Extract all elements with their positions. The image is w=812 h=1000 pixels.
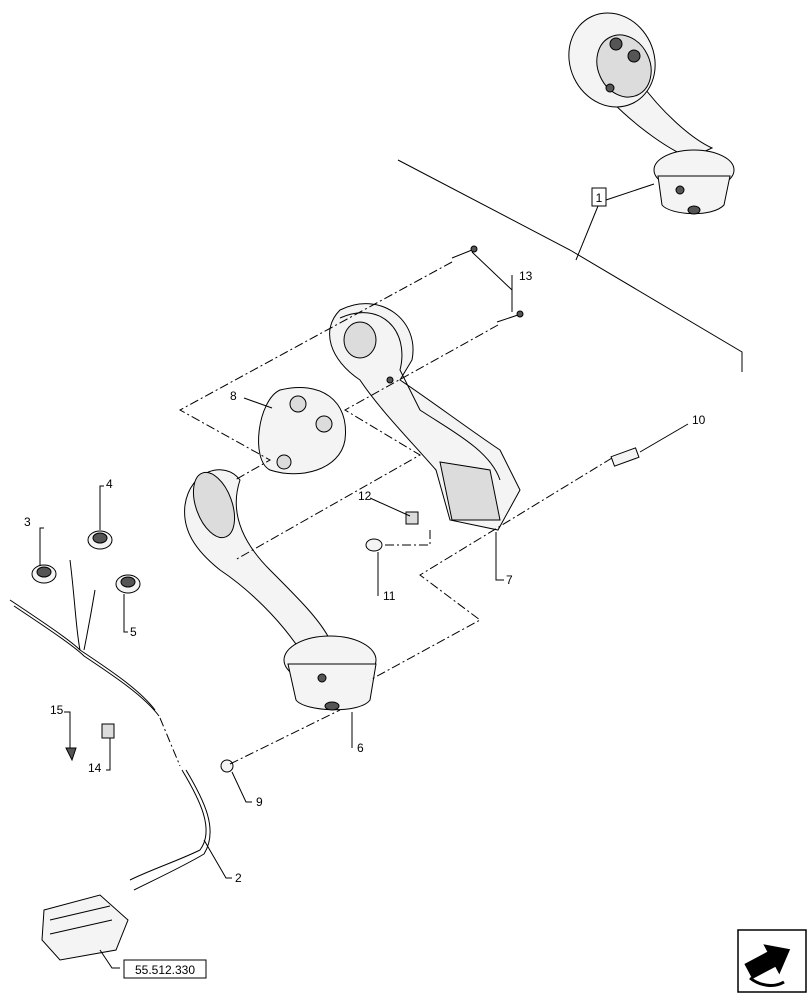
screw-10 — [610, 447, 640, 467]
connector-part — [41, 894, 129, 961]
callout-3[interactable]: 3 — [24, 515, 31, 529]
front-shell-part — [184, 469, 377, 711]
callout-1[interactable]: 1 — [591, 187, 607, 207]
assembly-bracket — [397, 159, 743, 372]
cover-plate-part — [258, 386, 347, 475]
screw-13 — [451, 245, 524, 323]
screw-15 — [65, 747, 77, 762]
leader-lines — [39, 251, 689, 969]
assembly-guides — [178, 261, 613, 765]
callout-1-number: 1 — [596, 191, 603, 205]
callout-12[interactable]: 12 — [358, 489, 372, 503]
callout-11[interactable]: 11 — [383, 589, 396, 603]
callout-6[interactable]: 6 — [357, 741, 364, 755]
push-button-4 — [87, 530, 113, 550]
push-button-5 — [115, 574, 141, 594]
callout-4[interactable]: 4 — [106, 477, 113, 491]
callout-15[interactable]: 15 — [50, 703, 64, 717]
callout-7[interactable]: 7 — [506, 573, 513, 587]
nut-12 — [405, 511, 419, 525]
rear-shell-part — [329, 303, 521, 531]
next-page-button[interactable] — [737, 929, 807, 993]
callout-10[interactable]: 10 — [692, 413, 706, 427]
harness-part — [9, 559, 211, 891]
callout-9[interactable]: 9 — [256, 795, 263, 809]
callout-8[interactable]: 8 — [230, 389, 237, 403]
callout-14[interactable]: 14 — [88, 761, 102, 775]
reference-link-55-512-330[interactable]: 55.512.330 — [123, 959, 207, 979]
reference-label: 55.512.330 — [135, 963, 195, 977]
callout-13[interactable]: 13 — [519, 269, 533, 283]
callout-2[interactable]: 2 — [235, 871, 242, 885]
sleeve-11 — [365, 538, 383, 552]
assembled-handle-illustration — [568, 12, 735, 215]
nut-9 — [220, 759, 234, 773]
screw-14 — [101, 723, 115, 739]
next-page-arrow-icon — [744, 944, 791, 987]
push-button-3 — [31, 564, 57, 584]
callout-5[interactable]: 5 — [130, 625, 137, 639]
